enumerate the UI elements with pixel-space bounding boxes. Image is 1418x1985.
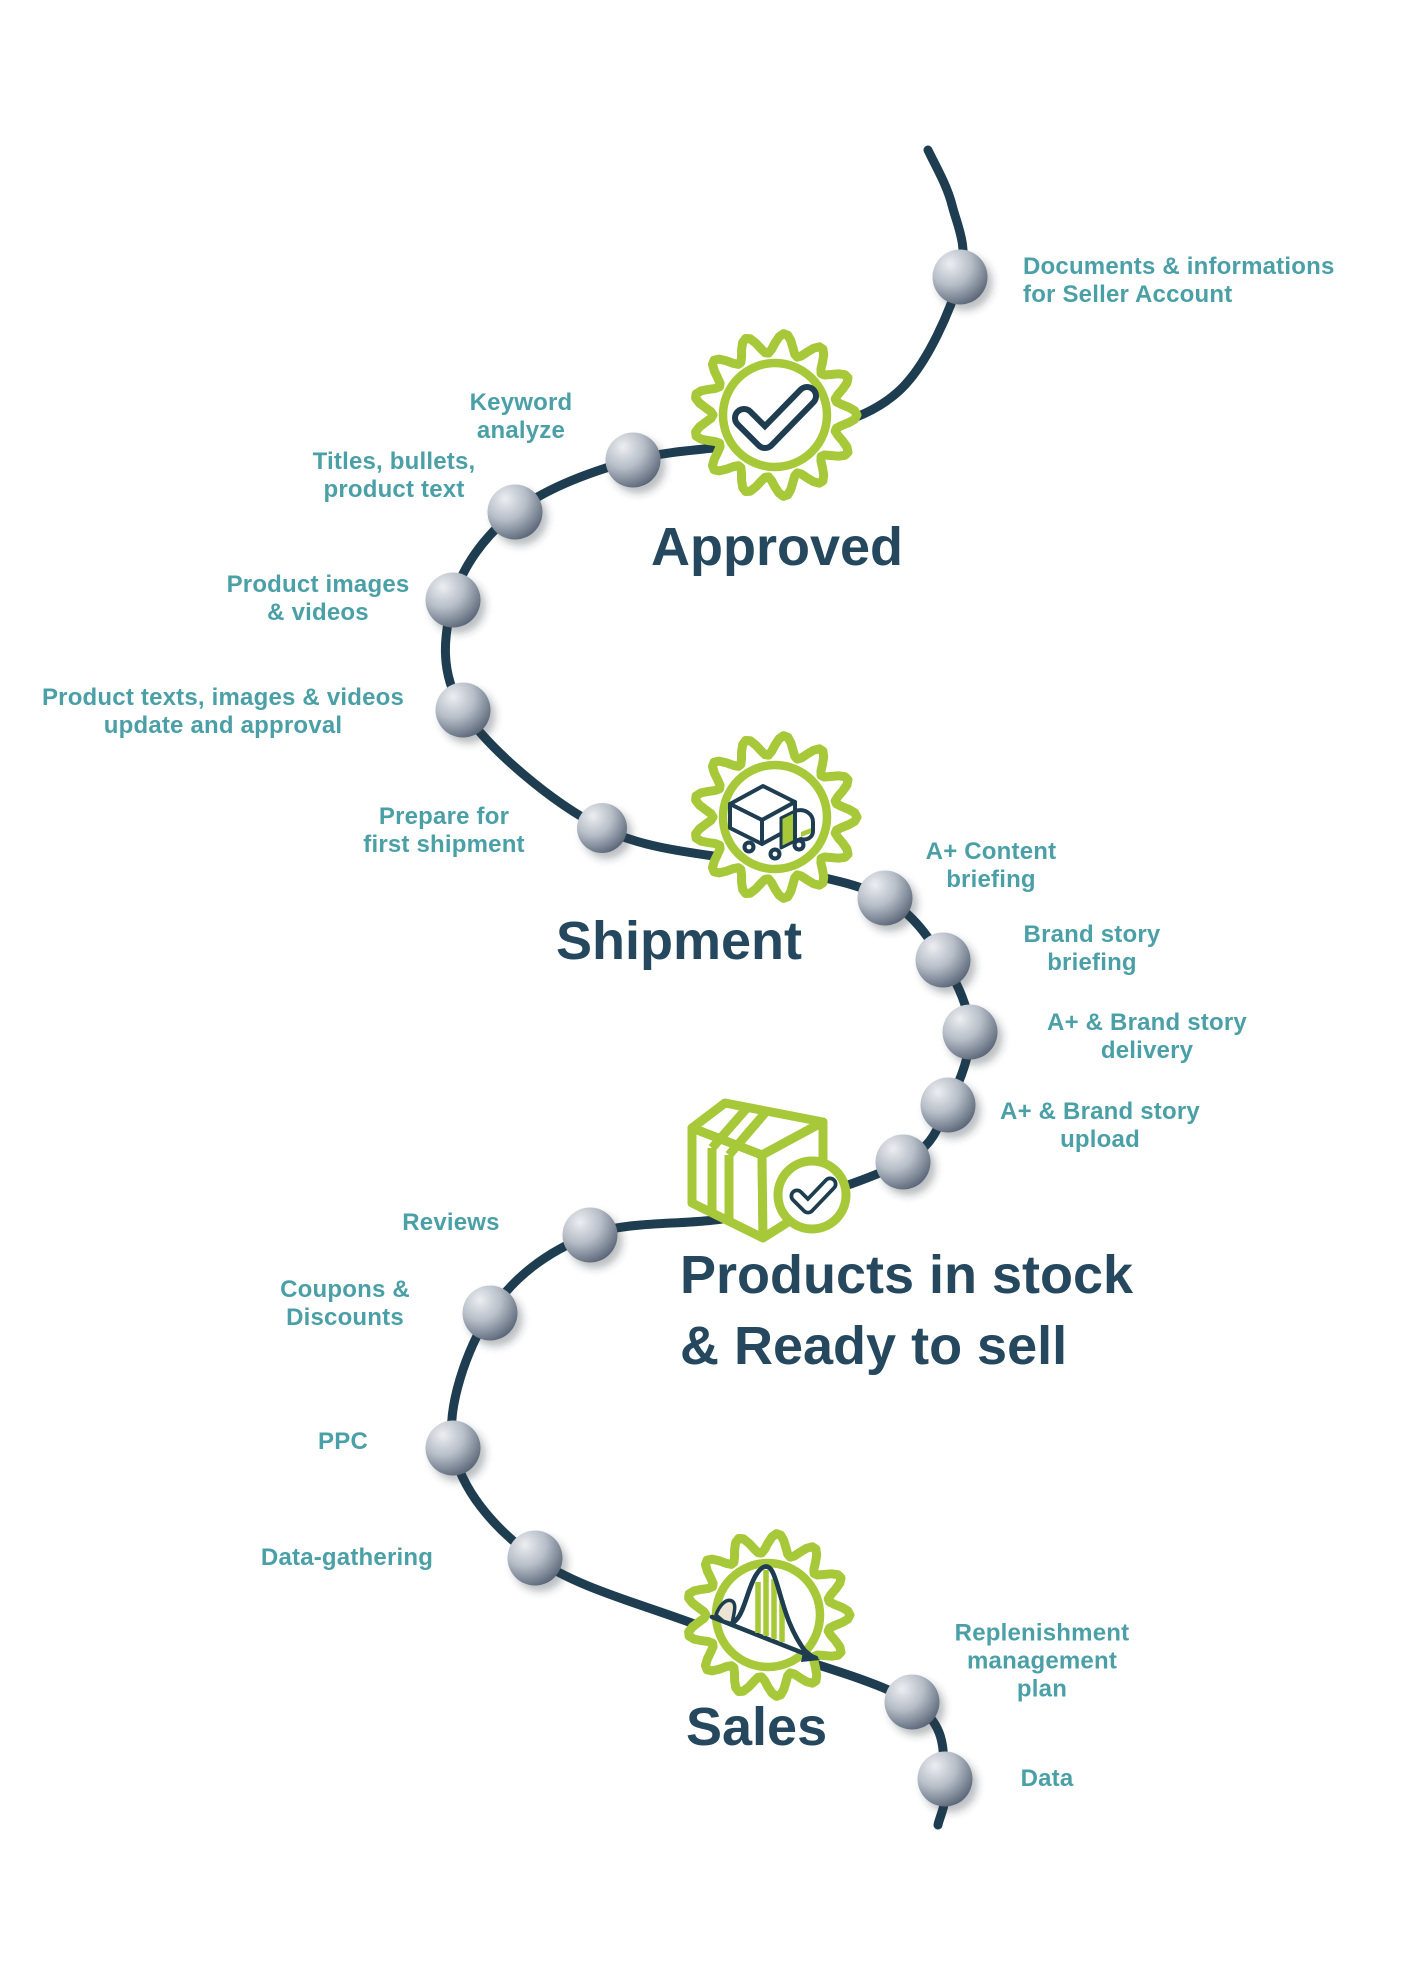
milestone-title-products-in-stock: Products in stock & Ready to sell — [680, 1245, 1134, 1377]
step-label-product-texts-update-approval: Product texts, images & videos update an… — [41, 684, 405, 739]
step-label-replenishment-management-plan: Replenishment management plan — [954, 1619, 1130, 1702]
step-label-a-plus-brand-story-delivery: A+ & Brand story delivery — [1047, 1009, 1247, 1064]
timeline-step-nodes — [425, 249, 998, 1807]
milestone-title-sales: Sales — [686, 1697, 828, 1757]
truck-badge-icon — [691, 731, 862, 903]
step-node — [915, 932, 971, 988]
step-node — [507, 1530, 563, 1586]
milestone-title-approved: Approved — [651, 517, 904, 577]
step-label-a-plus-brand-story-upload: A+ & Brand story upload — [1000, 1098, 1200, 1153]
step-label-data: Data — [1020, 1765, 1074, 1793]
step-node — [435, 682, 491, 738]
step-node — [462, 1285, 518, 1341]
truck-icon — [728, 784, 815, 861]
step-node — [857, 870, 913, 926]
step-label-titles-bullets-product-text: Titles, bullets, product text — [312, 448, 476, 503]
sales-curve-icon — [709, 1564, 820, 1662]
step-node — [942, 1004, 998, 1060]
truck-wheels — [742, 838, 806, 861]
check-badge-icon — [691, 329, 862, 501]
step-label-documents-seller-account: Documents & informations for Seller Acco… — [1023, 253, 1335, 308]
step-label-ppc: PPC — [318, 1428, 368, 1456]
check-icon-inner — [738, 390, 813, 445]
box-stripe — [725, 1110, 769, 1158]
step-node — [932, 249, 988, 305]
check-icon-inner — [793, 1180, 834, 1211]
step-node — [425, 572, 481, 628]
step-label-brand-story-briefing: Brand story briefing — [1023, 921, 1161, 976]
step-label-coupons-discounts: Coupons & Discounts — [280, 1276, 410, 1331]
step-node — [605, 432, 661, 488]
step-label-product-images-videos: Product images & videos — [226, 571, 410, 626]
step-node — [577, 803, 627, 853]
step-label-reviews: Reviews — [402, 1209, 500, 1237]
box-check-icon — [687, 1098, 851, 1243]
step-node — [884, 1674, 940, 1730]
step-node — [562, 1207, 618, 1263]
step-node — [920, 1077, 976, 1133]
box-stripe — [708, 1105, 751, 1151]
step-node — [875, 1134, 931, 1190]
step-node — [917, 1751, 973, 1807]
step-node — [487, 484, 543, 540]
milestone-title-shipment: Shipment — [556, 911, 803, 971]
step-label-keyword-analyze: Keyword analyze — [469, 389, 573, 444]
step-label-a-plus-content-briefing: A+ Content briefing — [925, 838, 1057, 893]
step-label-prepare-first-shipment: Prepare for first shipment — [363, 803, 525, 858]
step-label-data-gathering: Data-gathering — [260, 1544, 434, 1572]
step-node — [425, 1420, 481, 1476]
sales-curve-badge-icon — [684, 1529, 855, 1701]
